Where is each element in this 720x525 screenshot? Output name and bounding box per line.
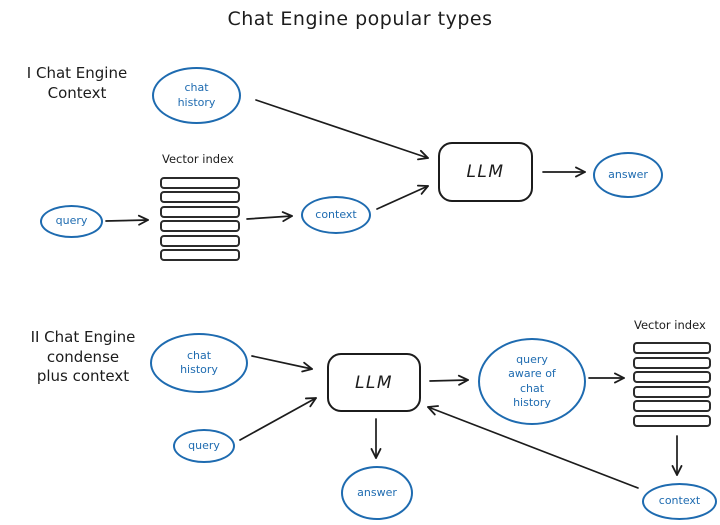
section-label-2-line: plus context (36, 367, 130, 385)
node-label-line: history (180, 363, 218, 376)
vector-index-bar (160, 177, 240, 189)
node-answer-2: answer (341, 466, 413, 520)
node-label-line: query (516, 352, 548, 366)
vector-index-bar (160, 205, 240, 218)
node-llm-2: LLM (327, 353, 421, 412)
node-label: query (55, 214, 88, 228)
vector-index-1-label: Vector index (162, 152, 234, 166)
node-label: LLM (466, 162, 505, 182)
arrow-vectorindex1-to-context1 (246, 211, 293, 223)
vector-index-bar (633, 356, 711, 369)
node-label-line: aware of (508, 367, 556, 381)
node-label-line: chat (184, 81, 209, 95)
node-context-1: context (301, 196, 371, 234)
vector-index-bar (160, 220, 240, 233)
vector-index-2-label: Vector index (634, 318, 706, 332)
node-context-2: context (642, 483, 717, 520)
vector-index-bar (633, 414, 711, 427)
node-chat-history-2: chat history (150, 333, 248, 393)
vector-index-1 (160, 177, 240, 261)
section-label-2-line: II Chat Engine (30, 328, 136, 346)
node-label-line: chat (186, 348, 212, 362)
vector-index-bar (633, 385, 711, 398)
vector-index-bar (633, 342, 711, 354)
node-llm-1: LLM (438, 142, 533, 202)
node-label-line: history (177, 95, 216, 109)
node-label: context (315, 207, 357, 221)
section-label-1: I Chat Engine Context (12, 64, 142, 103)
node-query-aware: query aware of chat history (478, 338, 586, 425)
section-label-1-line: I Chat Engine (26, 64, 128, 82)
node-label: answer (608, 167, 648, 181)
section-label-1-line: Context (47, 83, 107, 102)
vector-index-bar (160, 191, 240, 204)
node-query-1: query (40, 205, 103, 238)
node-label: LLM (354, 372, 394, 393)
node-label-line: history (513, 395, 551, 409)
vector-index-bar (633, 400, 711, 413)
node-answer-1: answer (593, 152, 663, 198)
section-label-2: II Chat Engine condense plus context (8, 328, 158, 387)
arrow-query1-to-vectorindex1 (105, 214, 149, 226)
node-label: context (658, 494, 701, 508)
node-chat-history-1: chat history (152, 67, 241, 124)
arrow-llm2-to-queryaware (429, 374, 469, 386)
node-label: query (188, 438, 220, 452)
node-chat-history-2-label: chat history (180, 349, 218, 378)
node-query-aware-label: query aware of chat history (508, 353, 556, 410)
arrow-chathistory2-to-llm2 (251, 355, 313, 373)
vector-index-bar (633, 371, 711, 384)
arrow-context1-to-llm1 (376, 184, 429, 210)
arrow-query2-to-llm2 (239, 397, 317, 441)
node-chat-history-1-label: chat history (178, 81, 216, 110)
arrow-chathistory1-to-llm1 (255, 99, 429, 161)
node-query-2: query (173, 429, 235, 463)
vector-index-2 (633, 342, 711, 427)
vector-index-bar (160, 248, 240, 261)
vector-index-bar (160, 234, 240, 247)
node-label: answer (357, 485, 397, 499)
node-label-line: chat (519, 381, 545, 395)
section-label-2-line: condense (46, 347, 120, 366)
page-title: Chat Engine popular types (227, 8, 493, 30)
